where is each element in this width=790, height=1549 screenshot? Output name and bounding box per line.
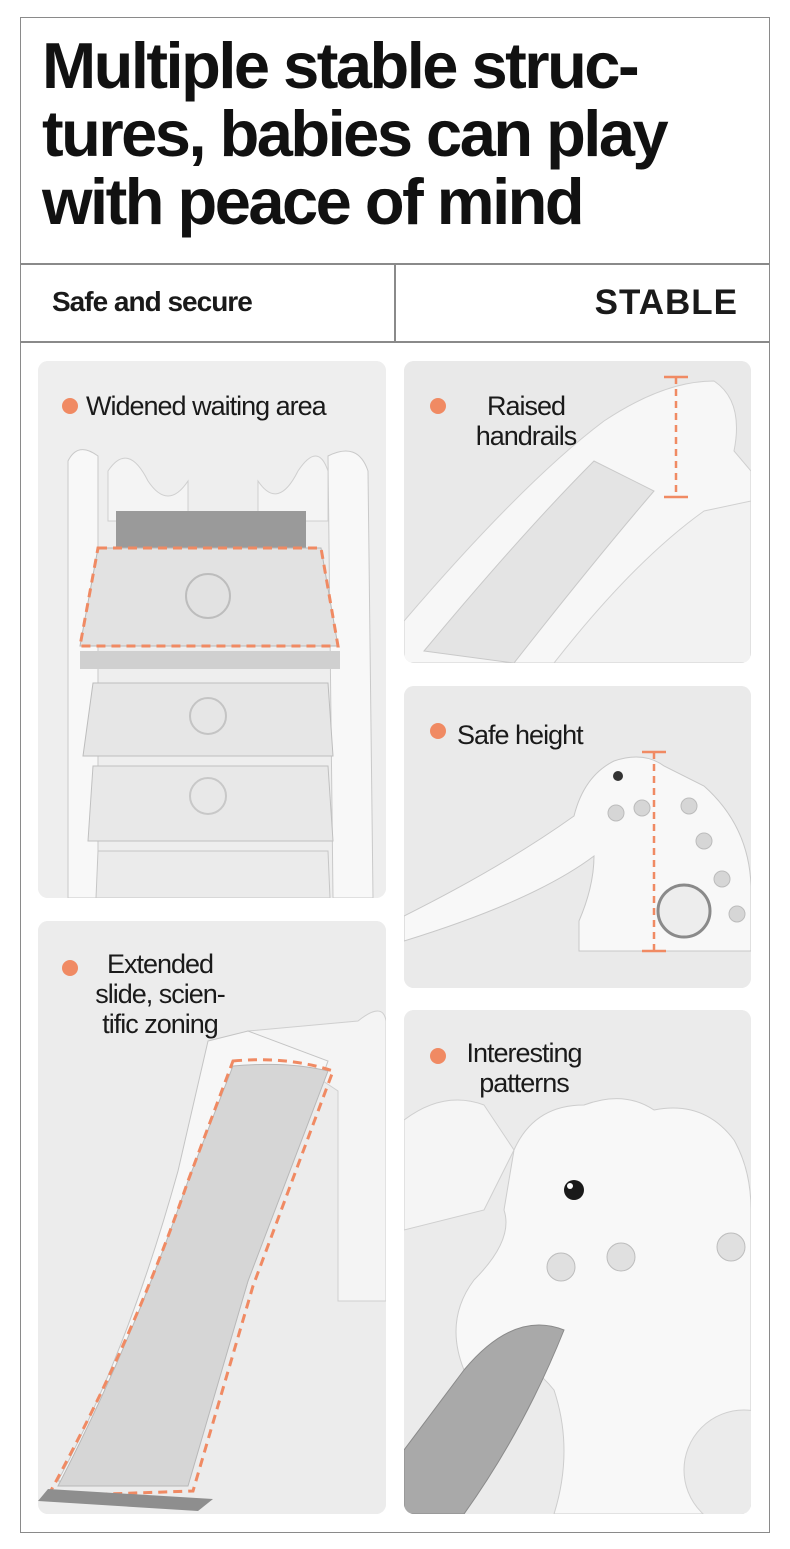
panel-patterns: Interesting patterns <box>404 1010 751 1514</box>
patterns-illustration <box>404 1010 751 1514</box>
bullet-dot-icon <box>430 723 446 739</box>
patterns-line-2: patterns <box>479 1068 570 1098</box>
title-line-2: tures, babies can play <box>42 97 669 170</box>
panel-safe-height: Safe height <box>404 686 751 988</box>
panel-extended-slide: Extended slide, scien- tific zoning <box>38 921 386 1514</box>
subheader-right: STABLE <box>594 283 738 322</box>
divider-vertical <box>394 264 396 342</box>
outer-frame <box>20 17 770 1533</box>
bullet-dot-icon <box>430 398 446 414</box>
patterns-line-1: Interesting <box>466 1038 582 1068</box>
handrails-line-1: Raised <box>486 391 566 421</box>
subheader-left: Safe and secure <box>52 286 253 317</box>
title-line-1: Multiple stable struc- <box>42 29 640 102</box>
feature-waiting-area-label: Widened waiting area <box>86 391 327 421</box>
extended-slide-line-2: slide, scien- <box>95 979 226 1009</box>
panel-handrails: Raised handrails <box>404 361 751 663</box>
safe-height-illustration <box>404 686 751 988</box>
handrails-line-2: handrails <box>475 421 578 451</box>
page-title: Multiple stable struc- tures, babies can… <box>42 32 762 236</box>
feature-safe-height-label: Safe height <box>457 720 584 750</box>
feature-extended-slide-label: Extended slide, scien- tific zoning <box>82 949 238 1039</box>
handrails-illustration <box>404 361 751 663</box>
divider-top <box>20 263 770 265</box>
feature-handrails-label: Raised handrails <box>458 391 594 451</box>
bullet-dot-icon <box>62 960 78 976</box>
feature-patterns-label: Interesting patterns <box>454 1038 594 1098</box>
panel-waiting-area: Widened waiting area <box>38 361 386 898</box>
divider-bottom <box>20 341 770 343</box>
extended-slide-line-3: tific zoning <box>102 1009 219 1039</box>
extended-slide-line-1: Extended <box>106 949 214 979</box>
bullet-dot-icon <box>62 398 78 414</box>
title-line-3: with peace of mind <box>42 165 585 238</box>
bullet-dot-icon <box>430 1048 446 1064</box>
steps-illustration <box>38 361 386 898</box>
slide-illustration <box>38 921 386 1514</box>
